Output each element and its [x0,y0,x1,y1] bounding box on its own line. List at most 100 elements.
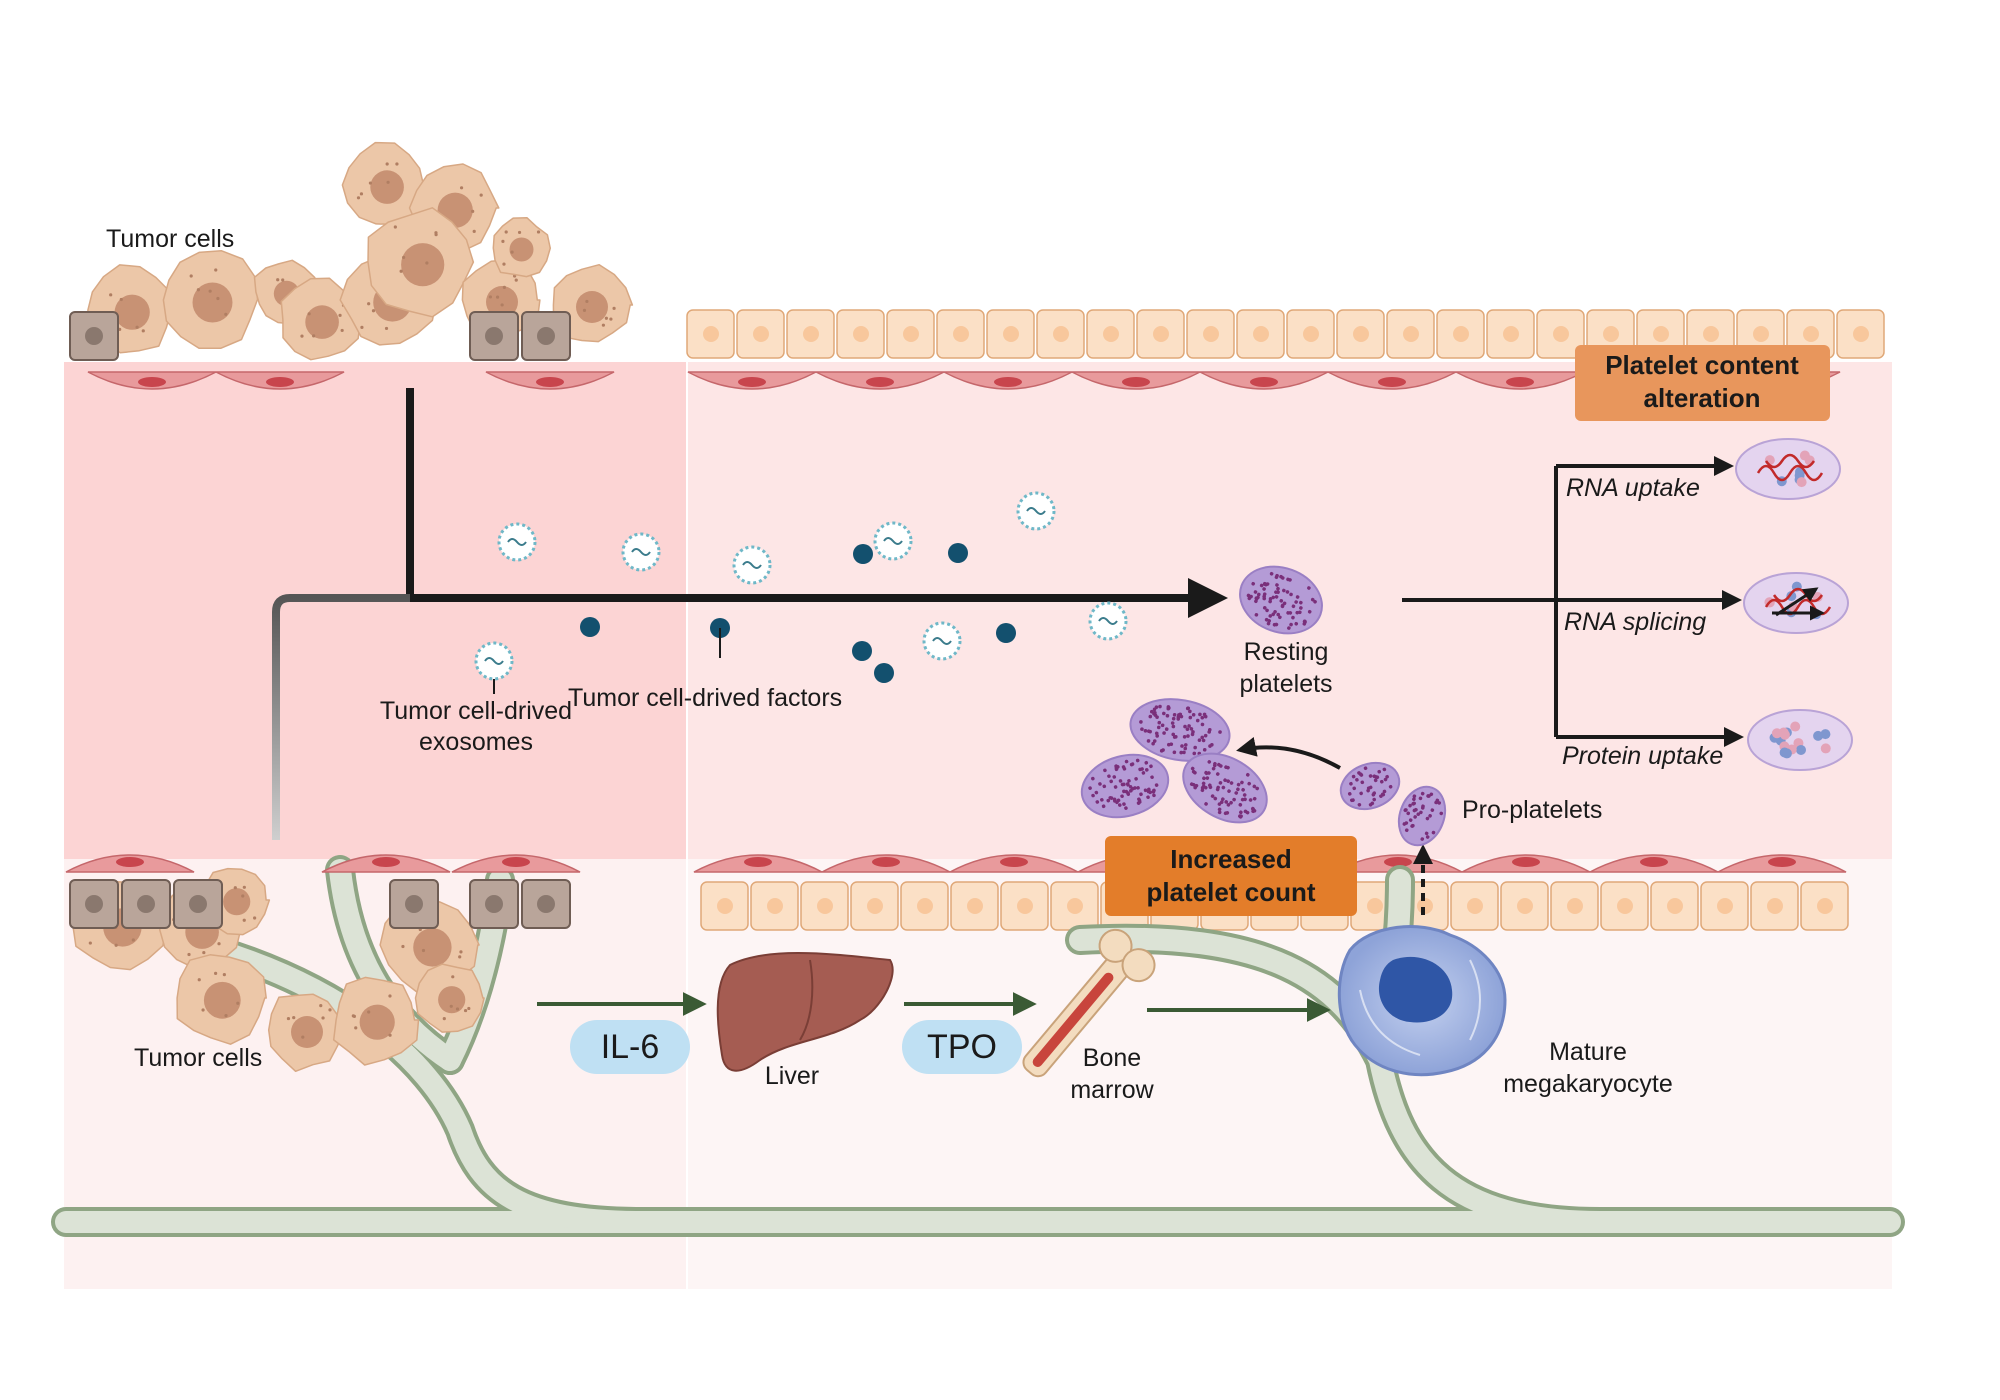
endothelial-nucleus [866,377,894,387]
platelet-granule [1239,810,1243,815]
rna-splicing-label: RNA splicing [1564,608,1706,636]
platelet-granule [1091,793,1095,798]
epithelial-nucleus [1717,898,1733,914]
platelet-granule [1420,837,1425,841]
platelet-granule [1128,785,1133,789]
tumor-dot [359,192,364,196]
tumor-dot [517,230,522,235]
platelet-granule [1200,735,1205,740]
platelet-granule [1200,715,1205,720]
splice-arrow [1775,587,1819,617]
tumor-dot [368,181,373,185]
tumor-dot [601,323,606,327]
platelet-granule [1404,828,1409,833]
tumor-dot [467,1006,471,1011]
epithelial-nucleus [867,898,883,914]
grey-cell-nucleus [85,895,103,913]
platelet-granule [1363,766,1368,771]
platelet-granule [1203,733,1208,738]
platelet-granule [1271,612,1275,617]
platelet-granule [1198,712,1202,717]
endothelial-nucleus [1000,857,1028,867]
platelet-granule [1253,590,1258,594]
platelet-granule [1154,705,1159,709]
content-dot [1771,728,1782,739]
tumor-dot [582,308,587,312]
tumor-nucleus [509,237,534,262]
platelet-granule [1274,595,1279,599]
platelet-granule [1286,577,1290,582]
platelet-granule [1382,789,1387,794]
endothelial-nucleus [994,377,1022,387]
platelet-granule [1404,821,1409,825]
platelet-granule [1141,771,1146,775]
platelet-granule [1278,615,1282,620]
epithelial-nucleus [917,898,933,914]
platelet-granule [1182,750,1186,755]
platelet-granule [1127,779,1131,783]
platelet-granule [1177,713,1181,717]
endothelial-nucleus [266,377,294,387]
platelet-granule [1276,586,1280,591]
bone-icon [1022,928,1156,1078]
epithelial-nucleus [1067,898,1083,914]
epithelial-nucleus [1353,326,1369,342]
platelet-granule [1113,785,1118,789]
platelet-granule [1162,731,1166,735]
platelet-granule [1245,773,1250,777]
endothelial-nucleus [116,857,144,867]
platelet-granule [1200,722,1205,727]
platelet-granule [1118,779,1123,783]
epithelial-nucleus [1553,326,1569,342]
platelet-granule [1276,612,1281,617]
protein-uptake-label: Protein uptake [1562,742,1723,770]
platelet-granule [1286,611,1290,615]
tumor-dot [463,1008,468,1013]
exosome-rna [742,561,762,569]
platelet-granule [1210,794,1215,798]
platelet-granule [1227,789,1231,793]
tumor-dot [321,1016,325,1020]
platelet-granule [1242,793,1247,797]
endothelial-nucleus [872,857,900,867]
exosome-rna [932,637,952,645]
platelet-granule [1269,571,1274,576]
epithelial-nucleus [1653,326,1669,342]
epithelial-nucleus [1803,326,1819,342]
platelet-granule [1143,788,1148,793]
epithelial-nucleus [1403,326,1419,342]
liver-icon [716,952,894,1072]
increased-line1: Increased [1170,844,1291,874]
tumor-dot [187,952,191,957]
platelet-granule [1359,773,1364,777]
tumor-dot [495,295,500,299]
platelet-granule [1421,804,1425,809]
endothelial-nucleus [1122,377,1150,387]
platelet-granule [1274,622,1279,627]
tumor-dot [135,325,139,329]
epithelial-nucleus [767,898,783,914]
platelet-granule [1252,784,1257,789]
content-dot [1779,729,1790,740]
platelet-granule [1221,785,1226,790]
platelet-granule [1291,615,1295,620]
platelet-granule [1106,798,1111,803]
tumor-dot [301,1035,305,1039]
tumor-dot [502,262,506,266]
tumor-dot [458,955,462,959]
platelet-granule [1183,724,1187,729]
platelet-granule [1219,800,1224,804]
platelet-granule [1377,769,1382,774]
alteration-icons [1735,438,1853,771]
tumor-dot [504,230,508,234]
tumor-dot [114,943,118,947]
platelet-granule [1157,720,1162,725]
platelet-granule [1248,798,1253,802]
platelet-granule [1240,780,1244,785]
epithelial-nucleus [1517,898,1533,914]
platelet-granule [1414,807,1418,812]
platelet-granule [1148,714,1153,719]
platelet-granule [1149,709,1154,714]
tumor-dot [307,312,311,316]
platelet [1239,565,1323,635]
